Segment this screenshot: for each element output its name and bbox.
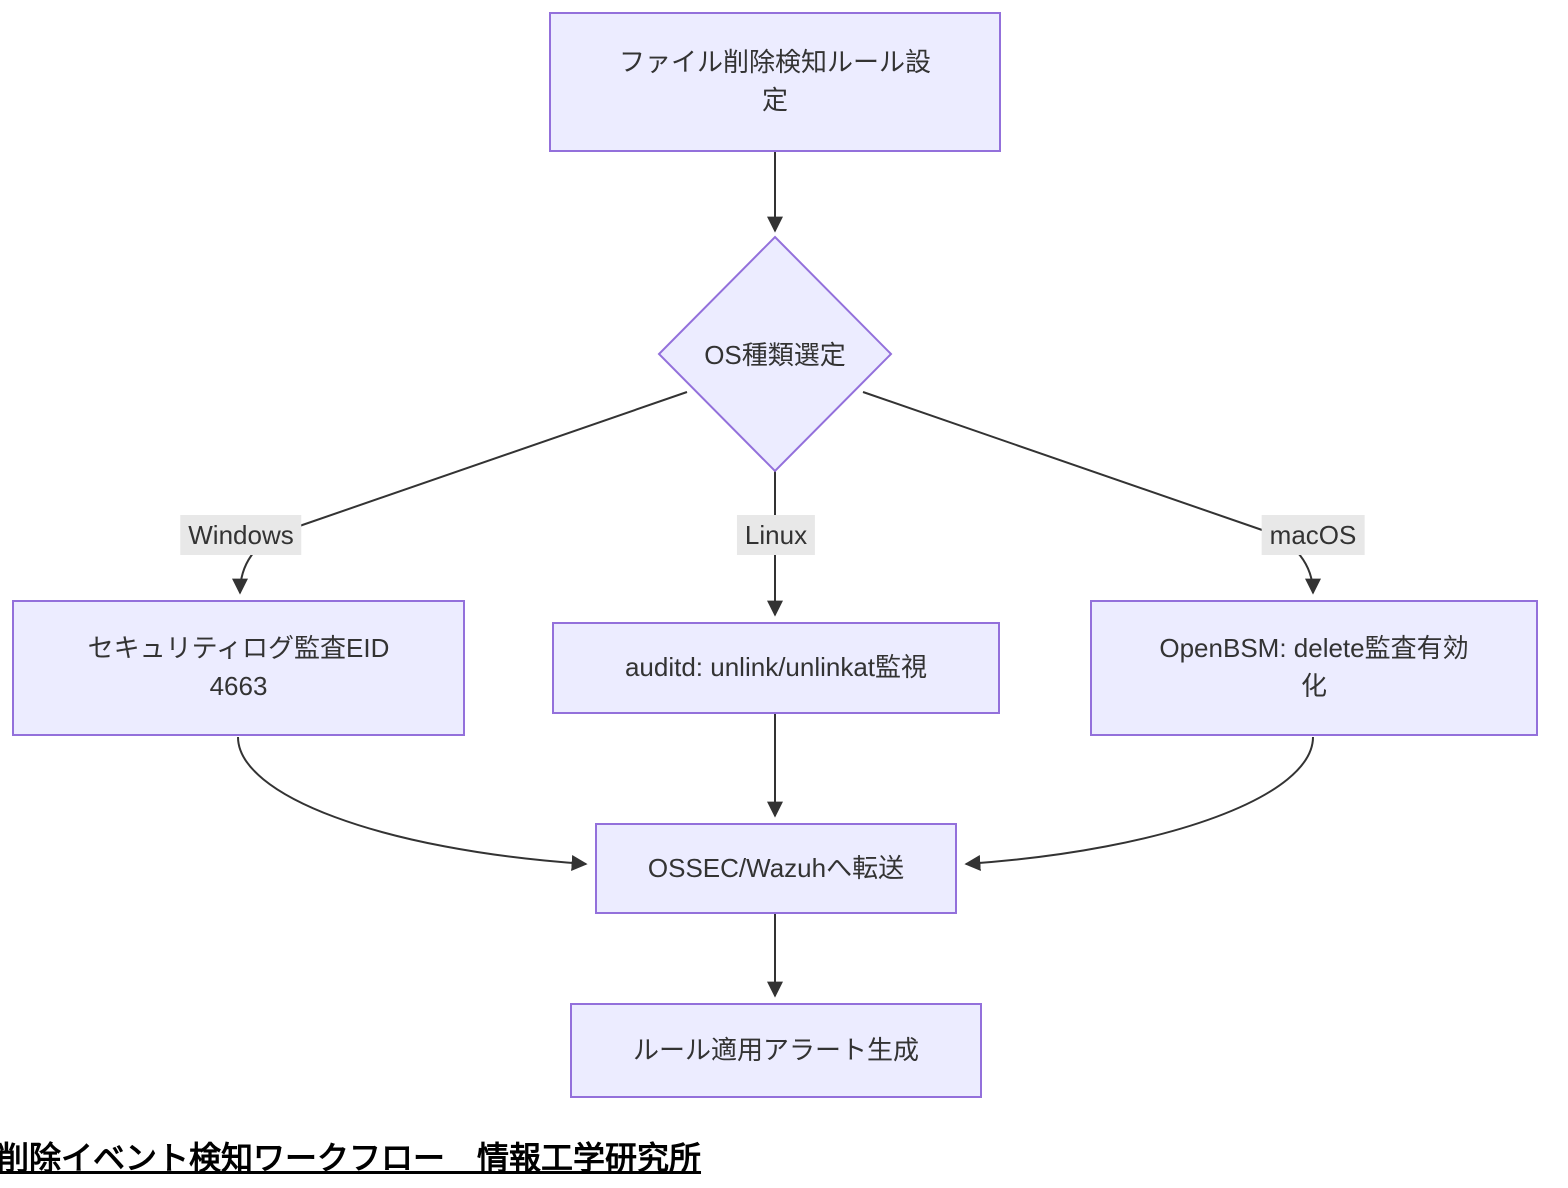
node-start: ファイル削除検知ルール設 定 (549, 12, 1001, 152)
edge-label-macos: macOS (1261, 515, 1365, 555)
node-decision-label: OS種類選定 (704, 340, 846, 370)
edge-label-windows: Windows (180, 515, 302, 555)
node-forward-ossec: OSSEC/Wazuhへ転送 (595, 823, 957, 914)
node-windows-audit: セキュリティログ監査EID 4663 (12, 600, 465, 736)
edge-windows-to-forward (237, 736, 588, 872)
edge-label-linux: Linux (736, 515, 816, 555)
node-alert-generate: ルール適用アラート生成 (570, 1003, 982, 1098)
decision-diamond-shape (657, 235, 893, 473)
edge-macos-to-forward (964, 736, 1314, 871)
diagram-caption: 削除イベント検知ワークフロー 情報工学研究所 (0, 1140, 702, 1176)
edge-decision-to-macos (862, 391, 1321, 595)
node-linux-auditd: auditd: unlink/unlinkat監視 (552, 622, 1000, 714)
edge-decision-to-windows (232, 391, 688, 595)
node-macos-openbsm: OpenBSM: delete監査有効 化 (1090, 600, 1538, 736)
